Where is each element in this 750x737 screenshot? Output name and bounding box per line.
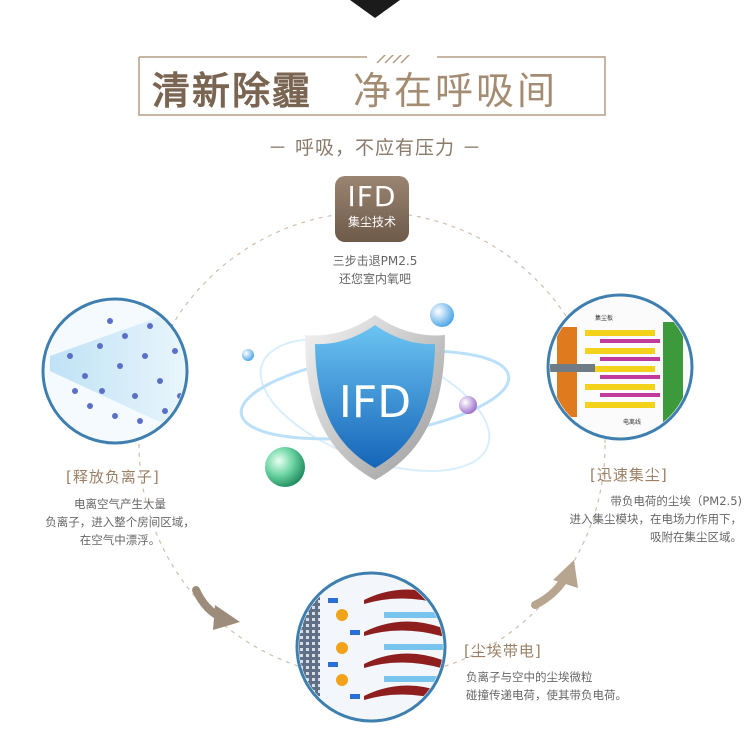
ifd-badge: IFD 集尘技术 xyxy=(335,176,409,242)
step-collect-line: 进入集尘模块，在电场力作用下， xyxy=(569,512,743,526)
field-label: 电离线 xyxy=(623,418,641,426)
step-release-title: [释放负离子] xyxy=(66,468,160,486)
title-frame xyxy=(138,55,606,116)
subtitle: － 呼吸，不应有压力 － xyxy=(267,137,483,159)
dust-charging-illustration xyxy=(295,571,447,723)
curved-arrow-right-icon xyxy=(531,560,578,609)
step-charge-title: [尘埃带电] xyxy=(464,642,542,660)
step-collect-line: 带负电荷的尘埃（PM2.5) xyxy=(610,494,742,508)
curved-arrow-left-icon xyxy=(192,586,240,630)
collector-label: 集尘板 xyxy=(595,314,613,322)
ion-release-illustration xyxy=(41,297,189,445)
cycle-ring xyxy=(138,211,606,679)
step-collect-desc: 带负电荷的尘埃（PM2.5) 进入集尘模块，在电场力作用下， 吸附在集尘区域。 xyxy=(510,492,743,546)
center-caption-line1: 三步击退PM2.5 xyxy=(332,254,418,268)
step-charge-line: 负离子与空中的尘埃微粒 xyxy=(466,670,593,684)
shield-text: IFD xyxy=(339,377,411,428)
ifd-badge-subtitle: 集尘技术 xyxy=(347,215,396,229)
ifd-badge-title: IFD xyxy=(347,180,397,213)
step-release-line: 负离子，进入整个房间区域， xyxy=(45,515,195,529)
step-release-line: 电离空气产生大量 xyxy=(74,497,166,511)
top-triangle-icon xyxy=(350,0,400,18)
ifd-shield-graphic: IFD xyxy=(239,303,511,487)
step-release-desc: 电离空气产生大量 负离子，进入整个房间区域， 在空气中漂浮。 xyxy=(20,495,220,549)
step-charge-desc: 负离子与空中的尘埃微粒 碰撞传递电荷，使其带负电荷。 xyxy=(466,668,736,704)
step-release-line: 在空气中漂浮。 xyxy=(79,533,161,547)
step-collect-line: 吸附在集尘区域。 xyxy=(650,530,742,544)
title-bold: 清新除霾 xyxy=(152,69,313,113)
step-collect-title: [迅速集尘] xyxy=(590,466,668,484)
step-charge-line: 碰撞传递电荷，使其带负电荷。 xyxy=(466,688,627,702)
title-light: 净在呼吸间 xyxy=(353,69,559,113)
center-caption-line2: 还您室内氧吧 xyxy=(338,272,411,286)
dust-collection-illustration: 集尘板 电离线 xyxy=(546,293,694,441)
